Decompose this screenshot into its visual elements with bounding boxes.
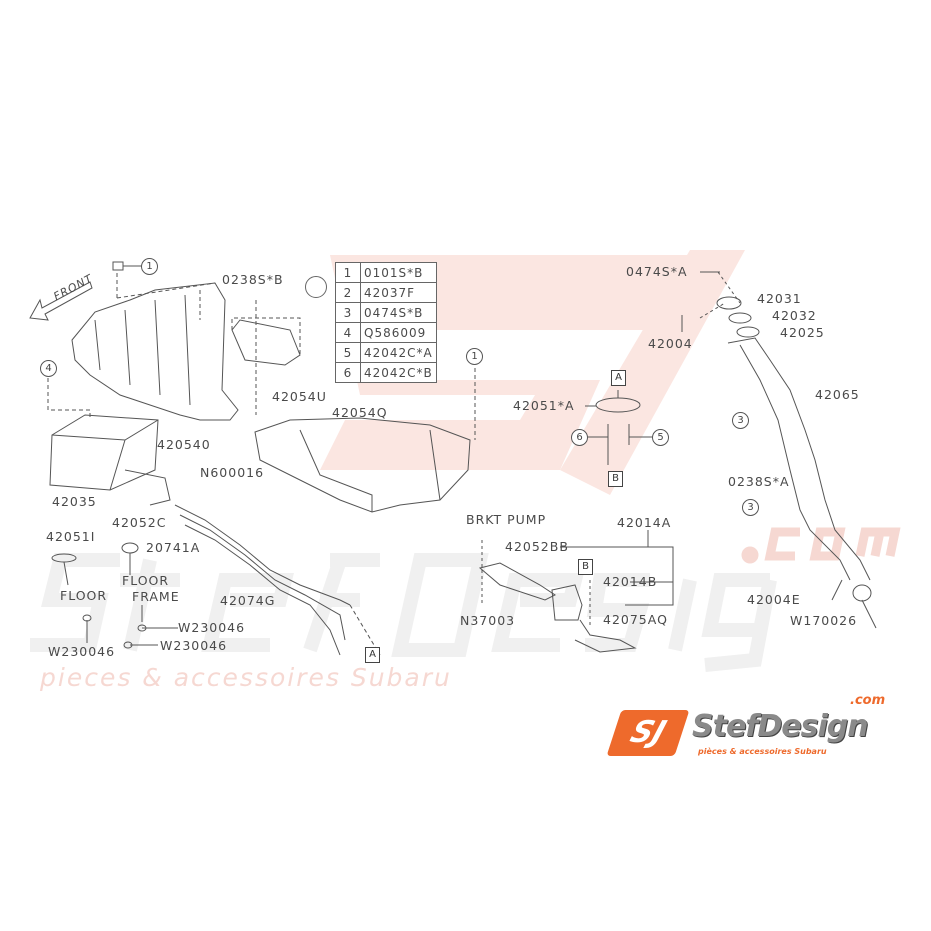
callout-4: 4 — [40, 360, 57, 377]
ref-box-a: A — [365, 647, 380, 663]
part-label: 0474S*A — [626, 264, 688, 279]
part-label: W230046 — [160, 638, 228, 653]
part-label: 42051*A — [513, 398, 575, 413]
watermark-brand-shape — [30, 553, 777, 672]
legend-part: 42042C*B — [360, 362, 437, 383]
part-label: 42065 — [815, 387, 860, 402]
callout-1: 1 — [141, 258, 158, 275]
legend-part: 42037F — [360, 282, 437, 303]
part-label: W170026 — [790, 613, 858, 628]
part-label: 42031 — [757, 291, 802, 306]
part-label: N600016 — [200, 465, 265, 480]
part-label: 42004 — [648, 336, 693, 351]
heat-shield-42054Q — [254, 417, 471, 513]
part-label: 420540 — [157, 437, 211, 452]
part-label: 42014B — [603, 574, 658, 589]
part-label: 42054Q — [332, 405, 388, 420]
front-arrow-icon — [29, 281, 93, 321]
ref-box-a: A — [611, 370, 626, 386]
legend-num: 3 — [335, 302, 361, 323]
callout-5: 5 — [652, 429, 669, 446]
part-label: W230046 — [178, 620, 246, 635]
part-label: 42035 — [52, 494, 97, 509]
part-label: 42004E — [747, 592, 801, 607]
part-label: 20741A — [146, 540, 201, 555]
stefdesign-logo: SJ StefDesign .com pièces & accessoires … — [606, 694, 914, 764]
part-label: 42051I — [46, 529, 96, 544]
filler-neck-42065 — [727, 337, 871, 581]
part-label: FLOOR — [60, 588, 108, 603]
legend-part: 0101S*B — [360, 262, 437, 283]
part-label: 42075AQ — [603, 612, 668, 627]
part-label: 0238S*A — [728, 474, 790, 489]
logo-tagline: pièces & accessoires Subaru — [698, 747, 827, 756]
legend-num: 4 — [335, 322, 361, 343]
callout-1: 1 — [466, 348, 483, 365]
legend-part: 42042C*A — [360, 342, 437, 363]
part-label: 42074G — [220, 593, 276, 608]
part-label: 42052BB — [505, 539, 569, 554]
logo-mark: SJ — [606, 710, 690, 756]
empty-circle-marker — [305, 276, 327, 298]
ref-box-b: B — [578, 559, 593, 575]
part-label: FLOOR — [122, 573, 170, 588]
legend-num: 2 — [335, 282, 361, 303]
part-label: W230046 — [48, 644, 116, 659]
legend-num: 5 — [335, 342, 361, 363]
callout-3: 3 — [732, 412, 749, 429]
callout-6: 6 — [571, 429, 588, 446]
part-label: 0238S*B — [222, 272, 284, 287]
logo-com: .com — [850, 693, 886, 708]
legend-num: 6 — [335, 362, 361, 383]
part-label: 42014A — [617, 515, 672, 530]
watermark-tagline: pieces & accessoires Subaru — [40, 663, 452, 692]
logo-brand: StefDesign — [692, 709, 869, 744]
legend-num: 1 — [335, 262, 361, 283]
ref-box-b: B — [608, 471, 623, 487]
part-label: 42032 — [772, 308, 817, 323]
heat-shield-420540 — [71, 282, 239, 421]
callout-3: 3 — [742, 499, 759, 516]
legend-part: 0474S*B — [360, 302, 437, 323]
part-label: FRAME — [132, 589, 180, 604]
part-label: BRKT PUMP — [466, 512, 547, 527]
fuel-pump-42014B — [551, 584, 583, 621]
watermark-com-shape — [741, 527, 901, 564]
part-label: 42054U — [272, 389, 327, 404]
part-label: 42052C — [112, 515, 167, 530]
legend-part: Q586009 — [360, 322, 437, 343]
part-label: N37003 — [460, 613, 516, 628]
part-label: 42025 — [780, 325, 825, 340]
canister-42035 — [49, 414, 159, 491]
